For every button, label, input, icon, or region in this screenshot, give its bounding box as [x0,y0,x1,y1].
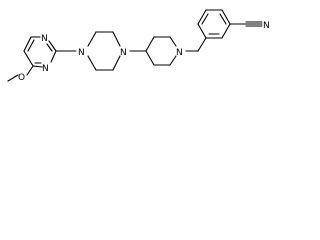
bond-pp-6 [145,50,155,66]
bond-pz-4 [112,55,121,71]
bond-pp-3 [169,36,177,47]
bond-methyl-o [7,74,19,82]
atom-pyrimidine-n-top: N [41,34,48,44]
bond-bz-2 [197,9,207,25]
atom-nitrile-n: N [263,21,270,31]
bond-ch2-benzene [197,37,207,52]
atom-pyrimidine-n-bottom: N [42,64,49,74]
bond-o-c4 [26,65,34,76]
bond-pp-4 [169,55,177,66]
bond-pz-3 [112,31,121,47]
bond-bz-5 [221,23,231,39]
bond-bz-4 [221,9,231,25]
bond-c2-n3 [50,50,57,63]
atom-labels: O N N N N N N [18,21,270,83]
bond-pp-1 [145,36,155,52]
bond-c5-c6-double [27,39,35,52]
bond-n1-c2-double [46,43,53,52]
bond-bz-4-double [219,13,227,25]
atom-methoxy-o: O [18,73,25,83]
atom-piperazine-n-right: N [120,48,127,58]
bond-c5-c6 [23,36,32,52]
chemical-structure: O N N N N N N [7,9,270,83]
atom-piperidine-n: N [176,48,183,58]
bond-pz-1 [87,31,97,47]
bond-n3-c4 [32,65,43,68]
bond-bz-2-double [201,13,209,25]
atom-piperazine-n-left: N [78,48,85,58]
bond-n1-c2 [48,40,57,52]
bond-bz-1 [197,23,207,39]
bond-c4-c5 [23,50,34,67]
bond-pz-6 [87,55,97,71]
bonds [7,9,263,82]
